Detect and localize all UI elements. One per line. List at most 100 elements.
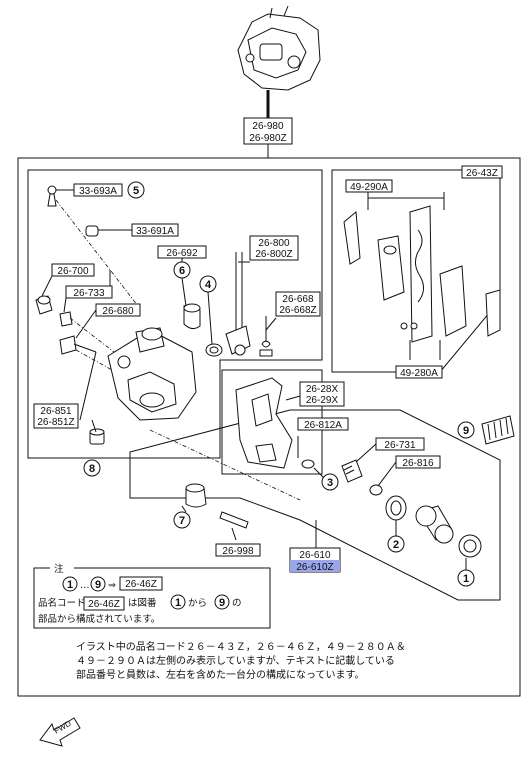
circle-ref-8: 8 <box>83 459 101 477</box>
seal-4-illustration <box>205 343 223 357</box>
circle-ref-4: 4 <box>199 275 217 293</box>
label-26-610-highlighted: 26-610 26-610Z <box>289 547 341 573</box>
bracket-frame <box>221 369 323 475</box>
svg-text:9: 9 <box>463 425 469 437</box>
label-26-668: 26-668 26-668Z <box>275 291 321 317</box>
label-26-851: 26-851 26-851Z <box>33 403 79 429</box>
gasket-9-illustration <box>481 415 515 445</box>
label-49-290A: 49-290A <box>345 179 393 193</box>
piston-illustration <box>415 505 454 544</box>
svg-text:33-691A: 33-691A <box>136 226 174 237</box>
svg-text:…: … <box>80 580 90 591</box>
svg-text:26-680: 26-680 <box>102 306 134 317</box>
piston-seal-2-illustration <box>385 495 407 521</box>
svg-text:26-29X: 26-29X <box>306 395 339 406</box>
svg-text:26-28X: 26-28X <box>306 384 339 395</box>
label-26-43Z: 26-43Z <box>461 165 503 179</box>
svg-text:26-851Z: 26-851Z <box>37 417 74 428</box>
label-26-812A: 26-812A <box>297 417 349 431</box>
boot-8-illustration <box>89 428 105 445</box>
svg-text:33-693A: 33-693A <box>79 186 117 197</box>
bolt-26733-illustration <box>59 311 73 327</box>
svg-text:1: 1 <box>175 597 181 609</box>
svg-text:26-812A: 26-812A <box>304 420 342 431</box>
svg-text:26-733: 26-733 <box>73 288 105 299</box>
svg-text:26-800Z: 26-800Z <box>255 249 292 260</box>
svg-text:26-998: 26-998 <box>222 546 254 557</box>
bleeder-26731-illustration <box>341 459 363 483</box>
svg-text:9: 9 <box>95 579 101 591</box>
svg-text:49-290A: 49-290A <box>350 182 388 193</box>
boot-7-illustration <box>185 483 207 508</box>
svg-text:26-851: 26-851 <box>40 406 72 417</box>
svg-text:8: 8 <box>89 463 95 475</box>
svg-text:6: 6 <box>179 265 185 277</box>
boot-6-illustration <box>183 303 201 330</box>
circle-ref-2: 2 <box>387 535 405 553</box>
footnote: イラスト中の品名コード２６－４３Ｚ，２６－４６Ｚ，４９－２８０Ａ＆ ４９－２９０… <box>76 640 406 681</box>
svg-text:26-700: 26-700 <box>57 266 89 277</box>
caliper-body-illustration <box>107 327 197 421</box>
dust-boot-1-illustration <box>458 534 482 558</box>
fwd-arrow-icon: FWD <box>39 717 81 747</box>
svg-text:は図番: は図番 <box>128 597 157 609</box>
bushing-26700-illustration <box>35 295 53 315</box>
svg-text:1: 1 <box>463 573 469 585</box>
svg-text:26-46Z: 26-46Z <box>88 599 120 610</box>
circle-ref-9: 9 <box>457 421 475 439</box>
circle-ref-1: 1 <box>457 569 475 587</box>
guide-pin-26998-illustration <box>219 511 249 529</box>
circle-ref-5: 5 <box>127 181 145 199</box>
retainer-26800-illustration <box>225 252 251 356</box>
label-26-800: 26-800 26-800Z <box>249 235 299 261</box>
circle-ref-7: 7 <box>173 511 191 529</box>
svg-text:26-800: 26-800 <box>258 238 290 249</box>
svg-text:9: 9 <box>219 597 225 609</box>
svg-text:26-610Z: 26-610Z <box>296 562 333 573</box>
svg-text:から: から <box>188 598 207 609</box>
svg-text:26-43Z: 26-43Z <box>466 168 498 179</box>
svg-text:⇒: ⇒ <box>108 580 116 591</box>
caliper-body-frame <box>27 169 323 459</box>
svg-text:品名コード: 品名コード <box>38 597 86 609</box>
label-49-280A: 49-280A <box>395 365 443 379</box>
label-26-816: 26-816 <box>395 455 441 469</box>
assembly-part-number-primary: 26-980 <box>252 121 284 132</box>
spring-26668-illustration <box>259 316 273 357</box>
bleeder-screw-illustration <box>47 185 57 207</box>
label-26-680: 26-680 <box>95 303 141 317</box>
seal-ring-3-illustration <box>301 459 315 469</box>
svg-text:3: 3 <box>327 477 333 489</box>
cap-26816-illustration <box>369 484 383 496</box>
footnote-line-3: 部品番号と員数は、左右を含めた一台分の構成になっています。 <box>76 668 365 681</box>
note-box: 注 1 … 9 ⇒ 26-46Z 品名コード 26-46Z は図番 1 から 9… <box>33 563 271 629</box>
svg-text:1: 1 <box>67 579 73 591</box>
label-26-998: 26-998 <box>215 543 261 557</box>
label-33-693A: 33-693A <box>73 183 123 197</box>
assembly-part-number: 26-980 26-980Z <box>243 117 293 145</box>
caliper-bracket-illustration <box>235 377 293 469</box>
svg-text:26-668: 26-668 <box>282 294 314 305</box>
svg-text:7: 7 <box>179 515 185 527</box>
label-33-691A: 33-691A <box>131 223 179 237</box>
svg-text:26-668Z: 26-668Z <box>279 305 316 316</box>
note-title: 注 <box>54 563 64 575</box>
svg-text:26-46Z: 26-46Z <box>125 579 157 590</box>
svg-text:26-816: 26-816 <box>402 458 434 469</box>
bleeder-cap-illustration <box>85 225 99 237</box>
footnote-line-1: イラスト中の品名コード２６－４３Ｚ，２６－４６Ｚ，４９－２８０Ａ＆ <box>76 640 406 653</box>
assembly-part-number-alt: 26-980Z <box>249 133 286 144</box>
label-26-733: 26-733 <box>65 285 113 299</box>
svg-text:26-731: 26-731 <box>384 440 416 451</box>
svg-text:5: 5 <box>133 185 139 197</box>
label-26-731: 26-731 <box>375 437 425 451</box>
label-26-692: 26-692 <box>157 245 207 259</box>
footnote-line-2: ４９－２９０Ａは左側のみ表示していますが、テキストに記載している <box>76 654 395 667</box>
circle-ref-6: 6 <box>173 261 191 279</box>
svg-text:の: の <box>232 598 242 609</box>
brake-pads-illustration <box>343 205 501 343</box>
label-26-28X: 26-28X 26-29X <box>299 381 345 407</box>
svg-text:部品から構成されています。: 部品から構成されています。 <box>38 613 160 625</box>
caliper-assembly-illustration <box>237 5 321 91</box>
svg-text:2: 2 <box>393 539 399 551</box>
